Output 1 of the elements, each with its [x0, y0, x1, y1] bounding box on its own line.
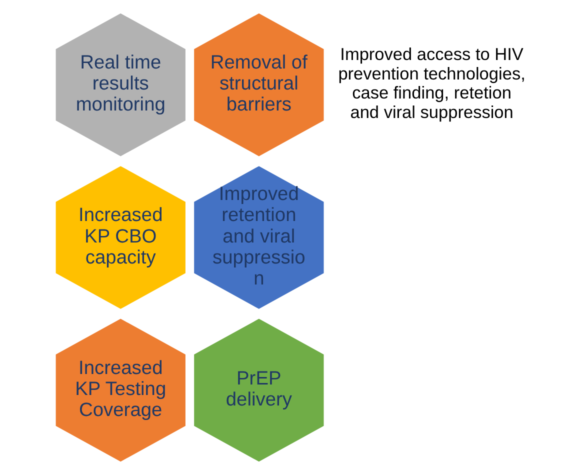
label: Improved access to HIV prevention technologies, case finding, retetion and viral suppression — [338, 44, 526, 122]
